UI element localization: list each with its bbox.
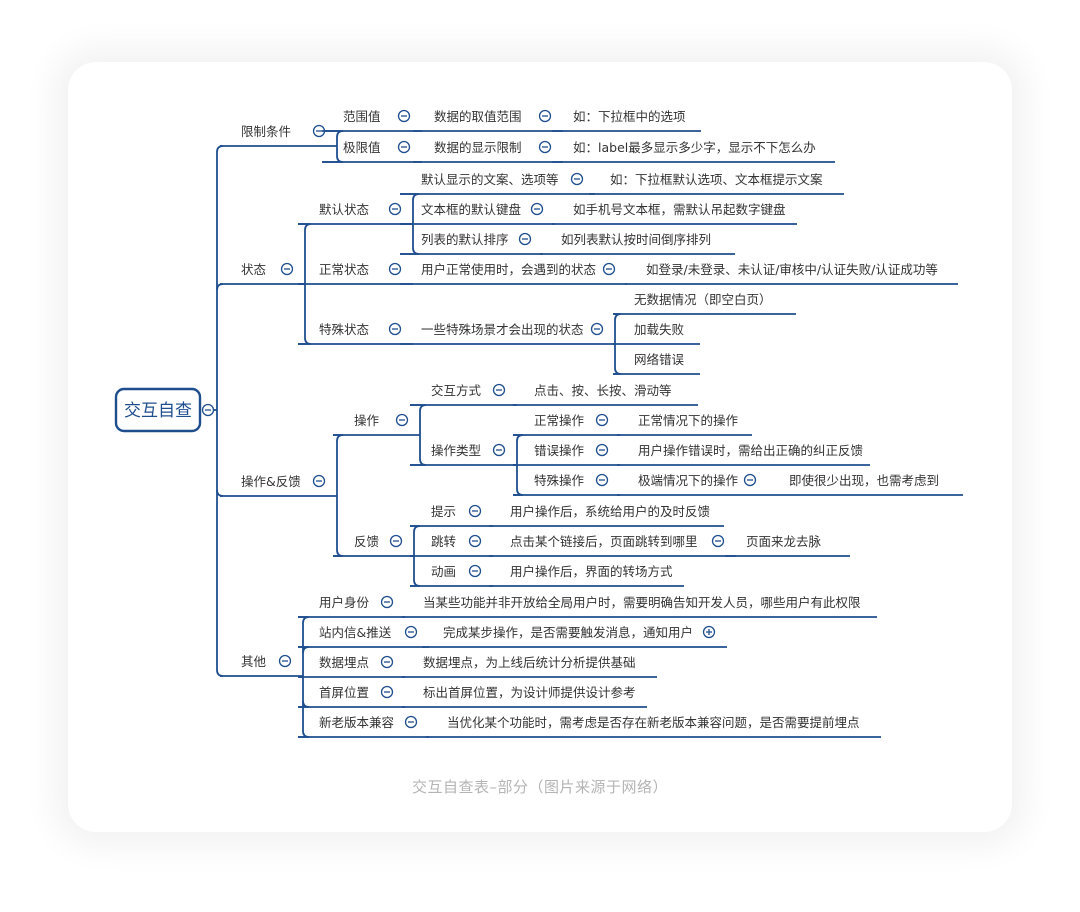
node-label: 数据埋点 [319, 655, 369, 670]
node-label: 用户操作错误时，需给出正确的纠正反馈 [638, 443, 863, 458]
node-label: 如：下拉框默认选项、文本框提示文案 [610, 172, 823, 187]
node-label: 操作类型 [431, 443, 481, 458]
node-label: 无数据情况（即空白页） [634, 292, 772, 307]
node-label: 特殊操作 [534, 473, 585, 488]
node-label: 数据的显示限制 [434, 140, 522, 155]
root-node-box [114, 387, 202, 433]
node-label: 限制条件 [241, 124, 291, 139]
node-label: 特殊状态 [319, 322, 369, 337]
connector-link [410, 525, 421, 533]
node-label: 标出首屏位置，为设计师提供设计参考 [423, 685, 636, 700]
node-label: 加载失败 [634, 322, 685, 337]
node-label: 用户操作后，系统给用户的及时反馈 [510, 504, 710, 519]
node-label: 操作&反馈 [241, 474, 301, 489]
node-label: 错误操作 [534, 443, 585, 458]
node-label: 反馈 [354, 534, 379, 549]
node-label: 跳转 [431, 534, 456, 549]
node-label: 正常操作 [534, 413, 585, 428]
node-label: 如：label最多显示多少字，显示不下怎么办 [573, 140, 816, 155]
node-label: 站内信&推送 [319, 625, 392, 640]
root-node-label: 交互自查 [124, 401, 192, 421]
node-label: 操作 [354, 413, 380, 428]
node-label: 文本框的默认键盘 [421, 202, 521, 217]
node-label: 动画 [431, 564, 456, 579]
node-label: 默认显示的文案、选项等 [421, 172, 559, 187]
node-label: 点击、按、长按、滑动等 [534, 383, 672, 398]
connector-link [298, 646, 310, 654]
node-label: 即使很少出现，也需考虑到 [789, 473, 939, 488]
node-label: 用户操作后，界面的转场方式 [510, 564, 673, 579]
node-label: 正常状态 [319, 262, 369, 277]
figure-caption: 交互自查表–部分（图片来源于网络） [411, 778, 668, 796]
node-label: 如：下拉框中的选项 [573, 109, 686, 124]
node-label: 一些特殊场景才会出现的状态 [421, 322, 584, 337]
node-label: 如手机号文本框，需默认吊起数字键盘 [573, 202, 786, 217]
node-label: 完成某步操作，是否需要触发消息，通知用户 [443, 625, 693, 640]
node-label: 列表的默认排序 [421, 232, 509, 247]
node-label: 用户正常使用时，会遇到的状态 [421, 262, 596, 277]
node-label: 新老版本兼容 [319, 715, 394, 730]
node-label: 点击某个链接后，页面跳转到哪里 [510, 534, 698, 549]
node-label: 数据埋点，为上线后统计分析提供基础 [423, 655, 636, 670]
node-label: 网络错误 [634, 352, 685, 367]
node-label: 页面来龙去脉 [746, 534, 822, 549]
node-label: 其他 [241, 654, 267, 669]
node-label: 极限值 [343, 140, 381, 155]
connector-link [298, 616, 310, 624]
node-label: 如登录/未登录、未认证/审核中/认证失败/认证成功等 [646, 262, 938, 277]
node-label: 当某些功能并非开放给全局用户时，需要明确告知开发人员，哪些用户有此权限 [423, 595, 861, 610]
card-panel [68, 62, 1012, 832]
node-label: 默认状态 [319, 202, 369, 217]
node-label: 范围值 [343, 109, 381, 124]
node-label: 数据的取值范围 [434, 109, 522, 124]
node-label: 用户身份 [319, 595, 370, 610]
node-label: 首屏位置 [319, 685, 369, 700]
node-label: 状态 [241, 262, 266, 277]
node-label: 极端情况下的操作 [638, 473, 739, 488]
node-label: 正常情况下的操作 [638, 413, 739, 428]
node-label: 提示 [431, 504, 456, 519]
node-label: 交互方式 [431, 383, 482, 398]
node-label: 如列表默认按时间倒序排列 [561, 232, 711, 247]
node-label: 当优化某个功能时，需考虑是否存在新老版本兼容问题，是否需要提前埋点 [447, 715, 860, 730]
